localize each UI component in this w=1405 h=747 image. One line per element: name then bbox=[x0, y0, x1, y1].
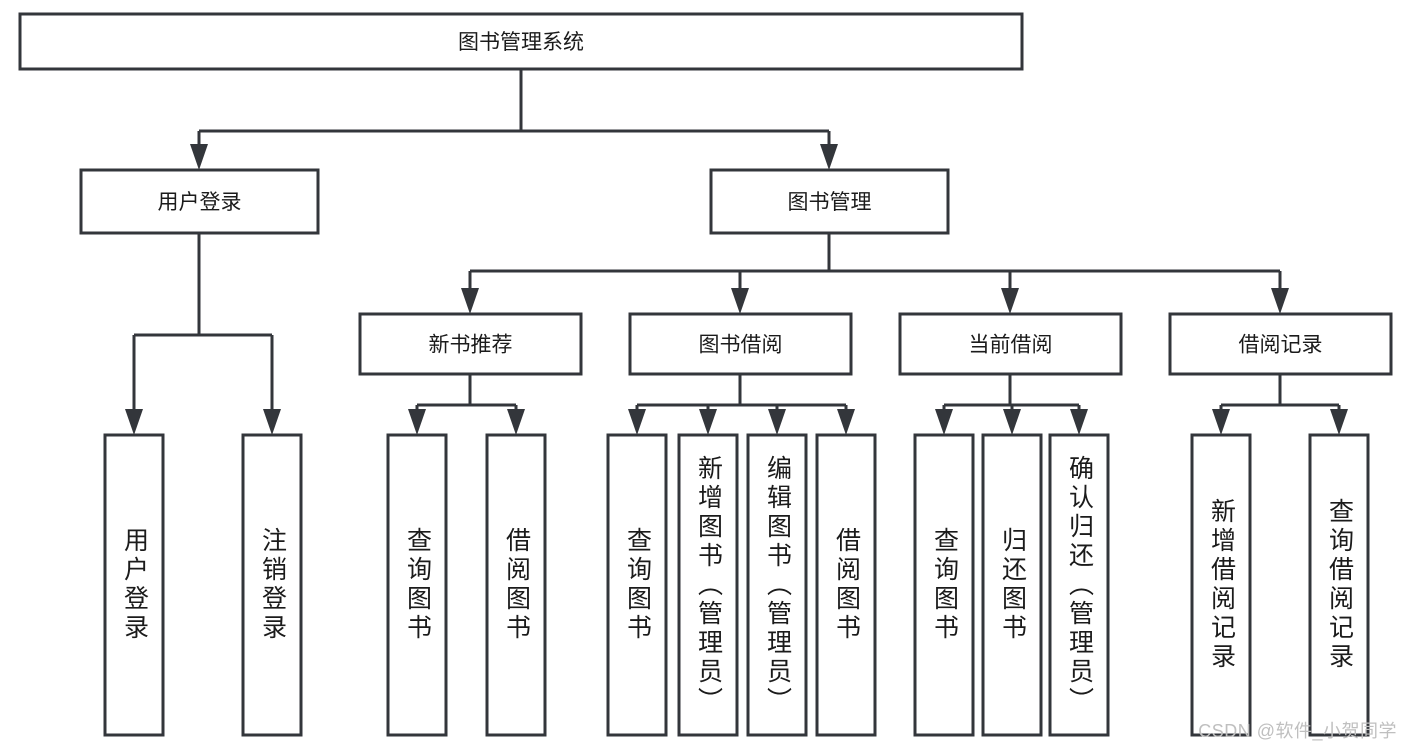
node-box-leaf-query-book-1[interactable] bbox=[386, 433, 448, 737]
node-label-book-borrow: 图书借阅 bbox=[699, 334, 783, 357]
arrow-head-icon bbox=[461, 288, 479, 314]
node-box-leaf-user-logout[interactable] bbox=[241, 433, 303, 737]
arrow-head-icon bbox=[731, 288, 749, 314]
connector-record-split bbox=[1212, 374, 1348, 435]
connector-recommend-split bbox=[408, 374, 525, 435]
arrow-head-icon bbox=[507, 409, 525, 435]
arrow-head-icon bbox=[628, 409, 646, 435]
node-label-root: 图书管理系统 bbox=[458, 31, 584, 54]
arrow-head-icon bbox=[1212, 409, 1230, 435]
node-box-leaf-add-record[interactable] bbox=[1190, 433, 1252, 737]
node-box-leaf-borrow-book-2[interactable] bbox=[815, 433, 877, 737]
connector-root-split bbox=[190, 69, 838, 170]
node-box-book-borrow[interactable] bbox=[628, 312, 853, 376]
arrow-head-icon bbox=[768, 409, 786, 435]
node-label-book-manage: 图书管理 bbox=[788, 191, 872, 214]
arrow-head-icon bbox=[820, 144, 838, 170]
arrow-head-icon bbox=[1001, 288, 1019, 314]
arrow-head-icon bbox=[408, 409, 426, 435]
arrow-head-icon bbox=[1330, 409, 1348, 435]
arrow-head-icon bbox=[699, 409, 717, 435]
node-box-current-borrow[interactable] bbox=[898, 312, 1123, 376]
arrow-head-icon bbox=[1271, 288, 1289, 314]
connector-user-login-split bbox=[125, 233, 281, 435]
node-box-leaf-edit-book[interactable] bbox=[746, 433, 808, 737]
connector-current-split bbox=[935, 374, 1088, 435]
node-box-book-manage[interactable] bbox=[709, 168, 950, 235]
node-box-leaf-user-login[interactable] bbox=[103, 433, 165, 737]
arrow-head-icon bbox=[1003, 409, 1021, 435]
node-box-root[interactable] bbox=[18, 12, 1024, 71]
arrow-head-icon bbox=[1070, 409, 1088, 435]
node-box-leaf-query-book-2[interactable] bbox=[606, 433, 668, 737]
arrow-head-icon bbox=[263, 409, 281, 435]
connector-book-manage-split bbox=[461, 233, 1289, 314]
node-label-borrow-record: 借阅记录 bbox=[1239, 334, 1323, 357]
node-box-leaf-add-book[interactable] bbox=[677, 433, 739, 737]
node-box-leaf-confirm-return[interactable] bbox=[1048, 433, 1110, 737]
node-box-leaf-query-record[interactable] bbox=[1308, 433, 1370, 737]
node-box-borrow-record[interactable] bbox=[1168, 312, 1393, 376]
node-box-user-login[interactable] bbox=[79, 168, 320, 235]
connector-borrow-split bbox=[628, 374, 855, 435]
node-box-new-book-recommend[interactable] bbox=[358, 312, 583, 376]
node-label-current-borrow: 当前借阅 bbox=[969, 334, 1053, 357]
node-label-user-login: 用户登录 bbox=[158, 191, 242, 214]
arrow-head-icon bbox=[837, 409, 855, 435]
csdn-watermark: CSDN @软件_小贺同学 bbox=[1198, 721, 1397, 741]
node-box-leaf-borrow-book-1[interactable] bbox=[485, 433, 547, 737]
arrow-head-icon bbox=[935, 409, 953, 435]
node-box-leaf-query-book-3[interactable] bbox=[913, 433, 975, 737]
node-label-new-book-recommend: 新书推荐 bbox=[429, 334, 513, 357]
arrow-head-icon bbox=[125, 409, 143, 435]
arrow-head-icon bbox=[190, 144, 208, 170]
node-box-leaf-return-book[interactable] bbox=[981, 433, 1043, 737]
